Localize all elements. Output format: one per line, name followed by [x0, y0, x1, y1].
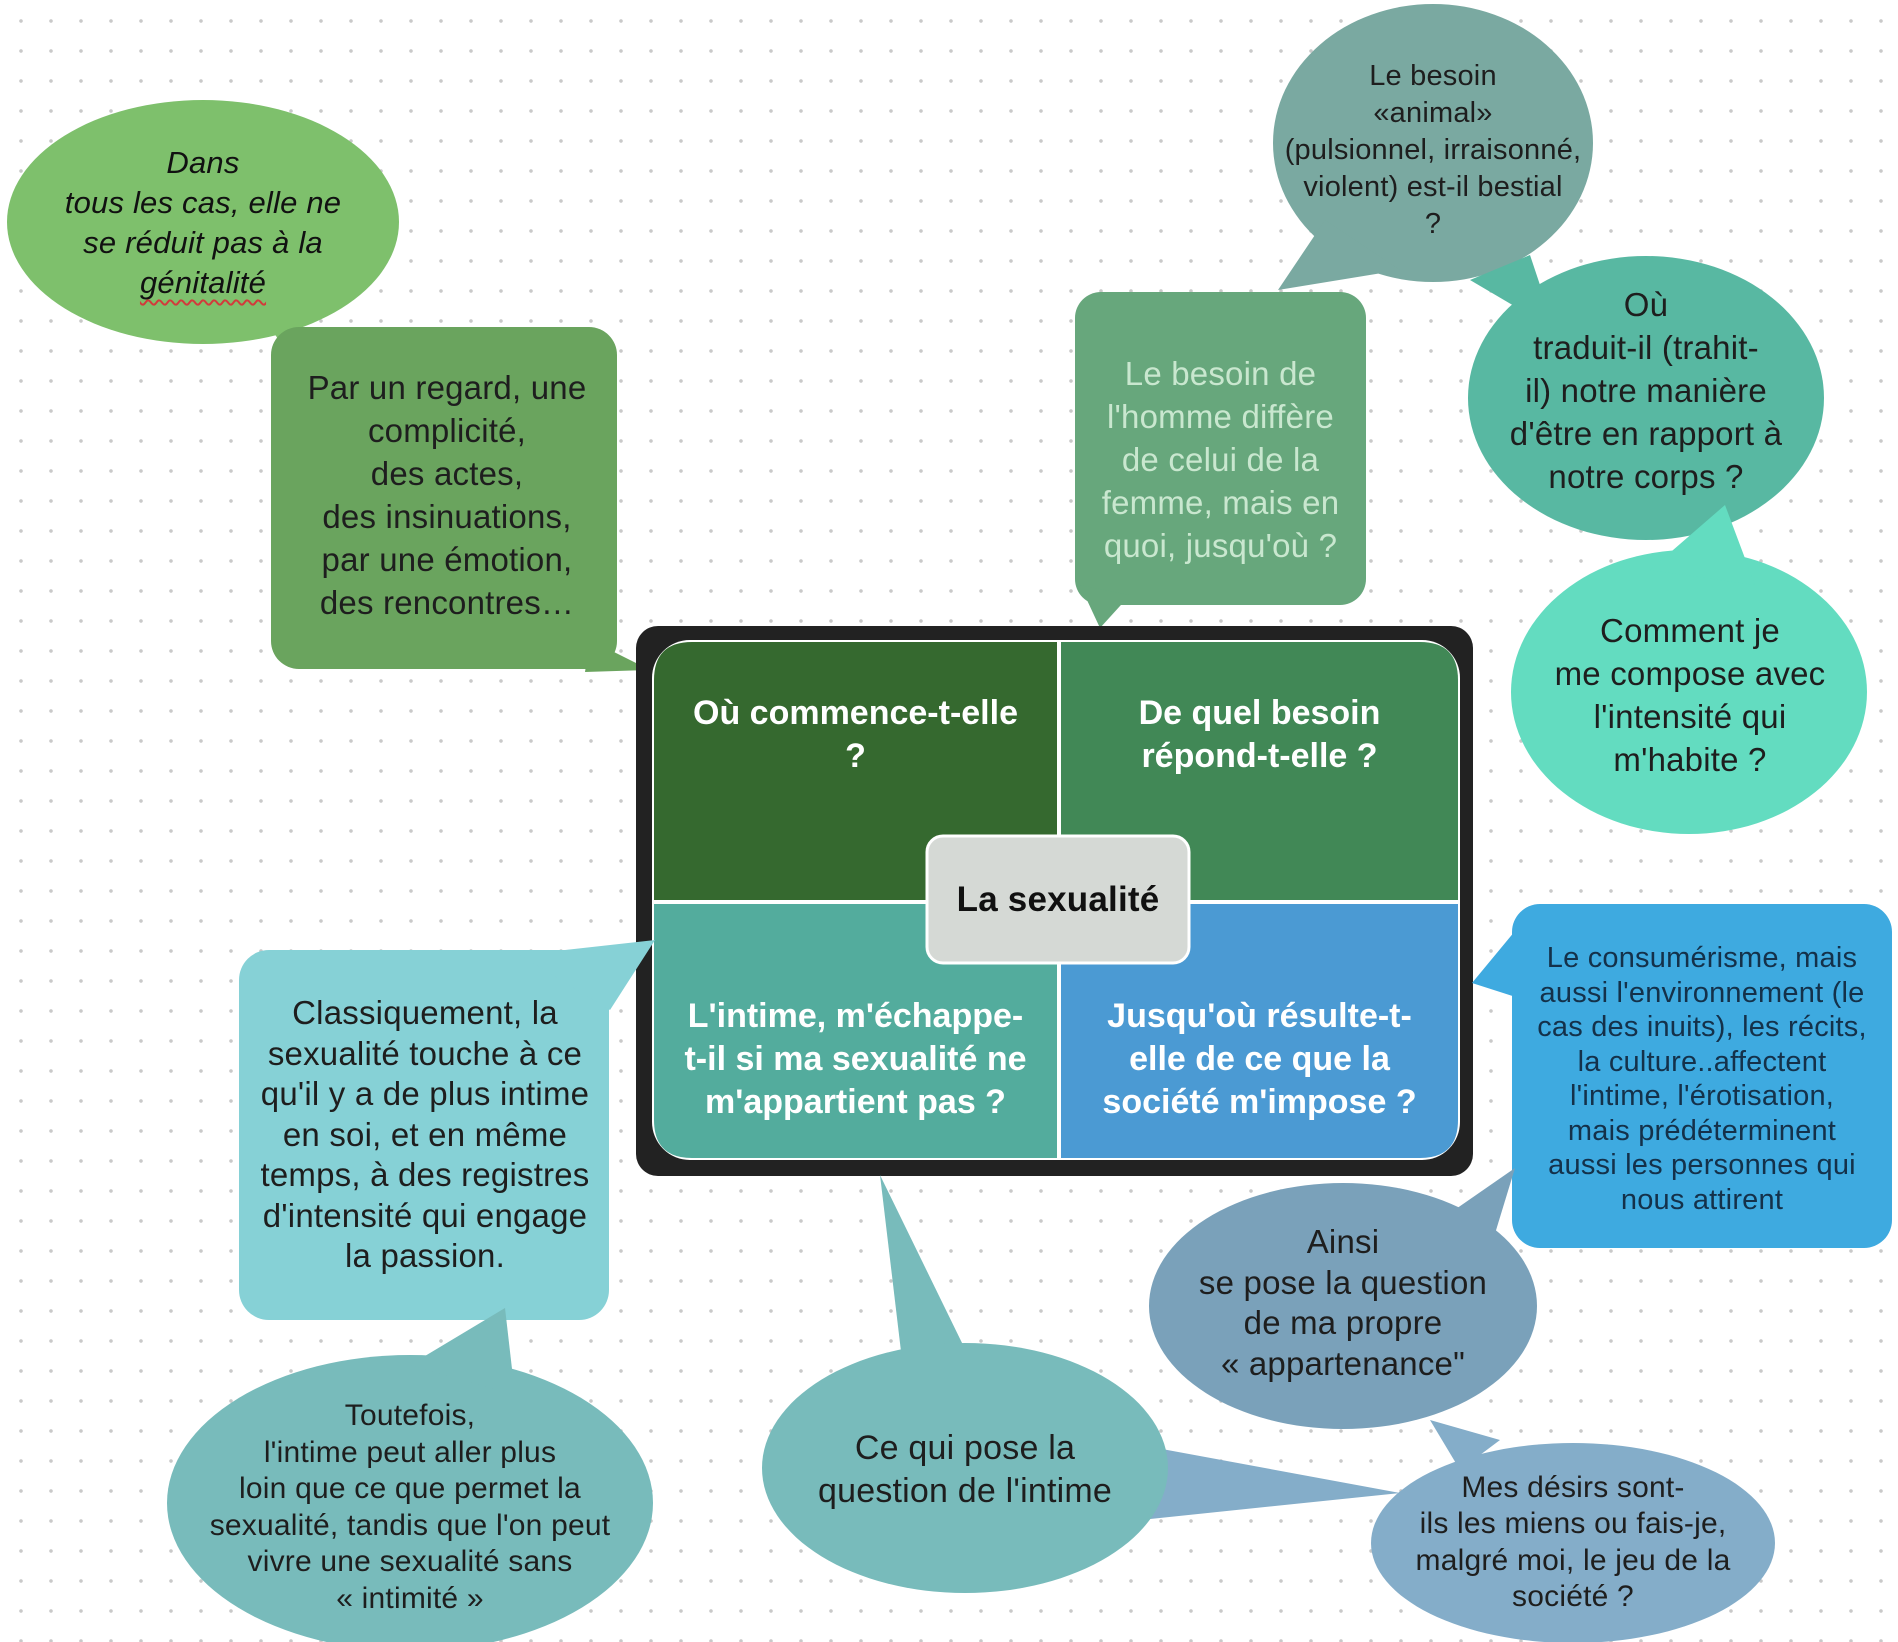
question-intime: L'intime, m'échappe- t-il si ma sexualit… [684, 997, 1027, 1121]
dans-line-1: Dans [166, 145, 240, 180]
par-un-regard-text: Par un regard, une complicité, des actes… [307, 369, 587, 621]
question-ou-commence: Où commence-t-elle ? [693, 694, 1018, 775]
ainsi-text: Ainsi se pose la question de ma propre «… [1198, 1223, 1488, 1382]
bubble-classiquement [239, 940, 655, 1320]
genitalite-word: génitalité [139, 265, 267, 300]
ou-traduit-text: Où traduit-il (trahit- il) notre manière… [1509, 285, 1783, 495]
central-block [636, 626, 1473, 1176]
mes-desirs-text: Mes désirs sont- ils les miens ou fais-j… [1415, 1470, 1731, 1614]
comment-je-text: Comment je me compose avec l'intensité q… [1554, 612, 1826, 778]
dans-line-2: tous les cas, elle ne se réduit pas à la [64, 185, 342, 260]
question-quel-besoin: De quel besoin répond-t-elle ? [1138, 694, 1381, 775]
classiquement-text: Classiquement, la sexualité touche à ce … [260, 994, 590, 1275]
central-title: La sexualité [956, 879, 1160, 919]
bubble-consumerisme [1472, 904, 1892, 1248]
question-societe: Jusqu'où résulte-t- elle de ce que la so… [1102, 997, 1417, 1121]
bubble-besoin-homme [1075, 292, 1366, 628]
bubble-ainsi [1149, 1168, 1537, 1429]
bubble-besoin-animal [1273, 4, 1593, 290]
besoin-homme-text: Le besoin de l'homme diffère de celui de… [1101, 355, 1340, 564]
dans-tous-les-cas-text: Dans tous les cas, elle ne se réduit pas… [40, 138, 366, 308]
toutefois-text: Toutefois, l'intime peut aller plus loin… [209, 1399, 611, 1615]
ce-qui-pose-text: Ce qui pose la question de l'intime [818, 1429, 1112, 1510]
bubble-ou-traduit [1468, 255, 1824, 540]
bubble-mes-desirs [1371, 1420, 1775, 1642]
bubble-comment-je [1511, 505, 1867, 834]
consumerisme-text: Le consumérisme, mais aussi l'environnem… [1537, 942, 1867, 1216]
bubble-toutefois [167, 1308, 653, 1642]
bubble-par-un-regard [271, 327, 650, 672]
bubble-ce-qui-pose [762, 1175, 1400, 1593]
besoin-animal-text: Le besoin «animal» (pulsionnel, irraison… [1284, 59, 1582, 240]
